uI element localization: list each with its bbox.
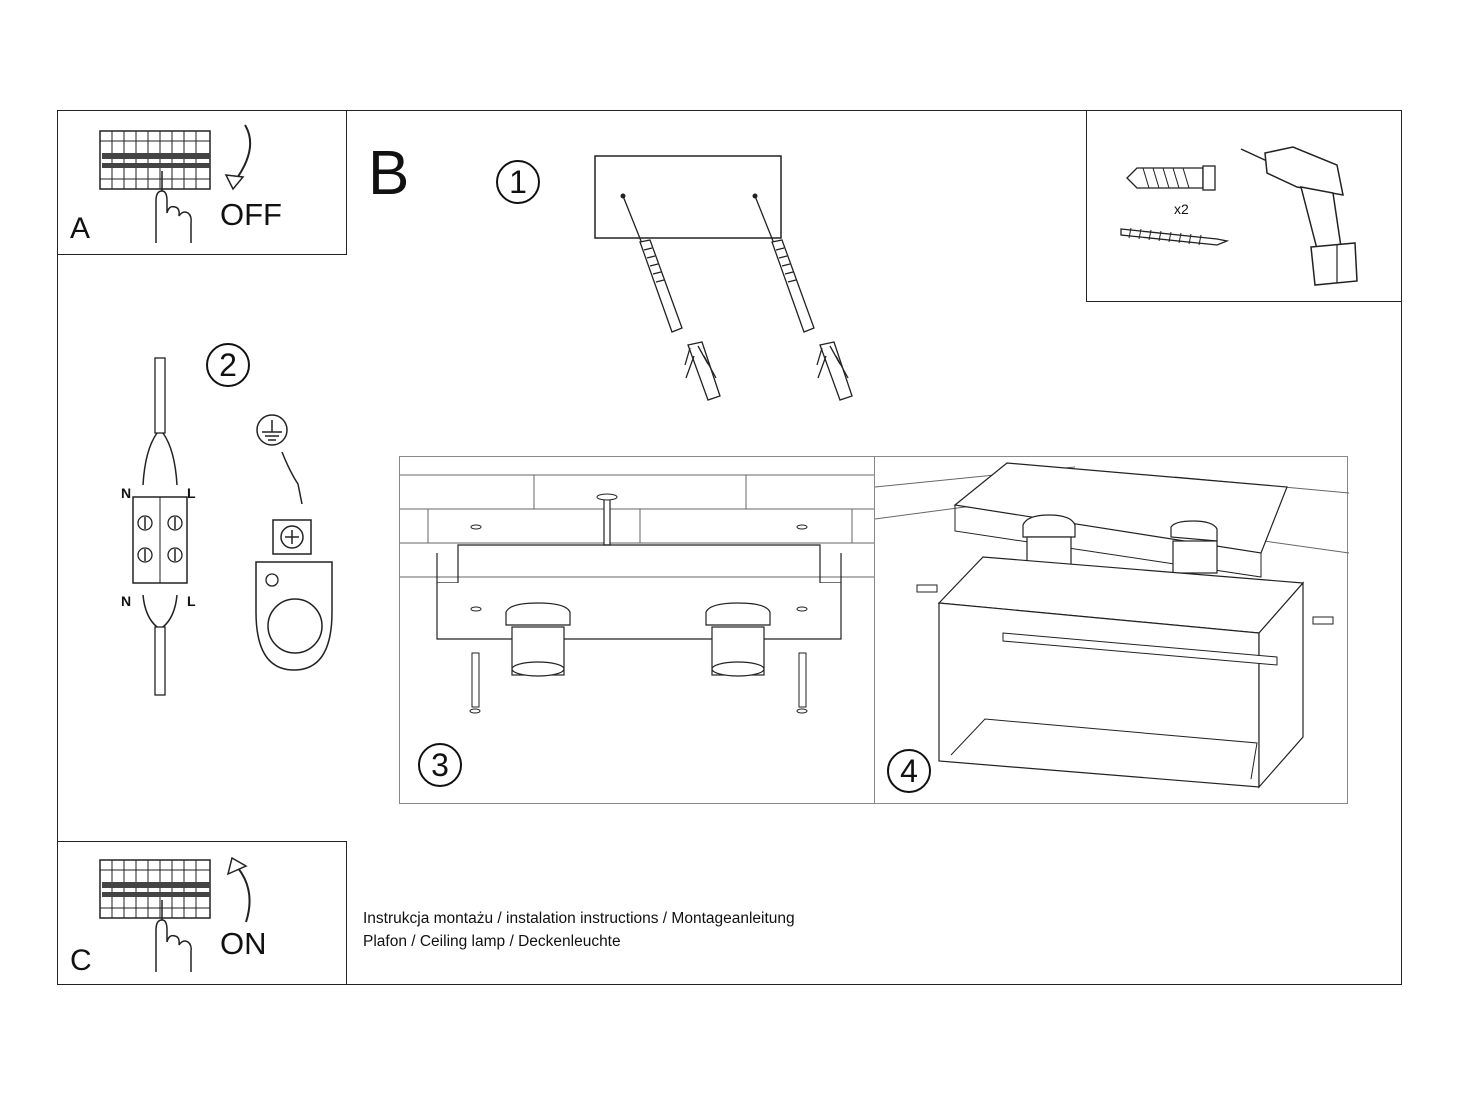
- breaker-panel-icon: [99, 859, 211, 919]
- hand-icon: [155, 171, 192, 243]
- hand-icon: [155, 900, 192, 972]
- curved-arrow-up-icon: [226, 856, 251, 923]
- panel-c-letter: C: [70, 944, 92, 977]
- ceiling-drill-diagram: [594, 155, 853, 401]
- step-3-badge: 3: [418, 743, 462, 787]
- panel-c: ON C: [57, 841, 347, 985]
- ground-terminal-diagram: [255, 414, 333, 671]
- step-4-panel: 4: [874, 456, 1350, 804]
- panel-a-letter: A: [70, 212, 91, 245]
- tools-panel: x2: [1086, 110, 1402, 302]
- caption-line-2: Plafon / Ceiling lamp / Deckenleuchte: [363, 933, 621, 950]
- mounting-plate-diagram: [400, 474, 876, 714]
- socket-icon: [705, 602, 771, 677]
- curved-arrow-down-icon: [224, 124, 252, 191]
- caption-line-1: Instrukcja montażu / instalation instruc…: [363, 910, 795, 927]
- step-3-panel: 3: [399, 456, 876, 804]
- lamp-housing-diagram: [874, 462, 1350, 789]
- drill-icon: [1240, 146, 1358, 286]
- socket-icon: [505, 602, 571, 677]
- wall-plug-icon: [754, 195, 853, 401]
- step-2-badge: 2: [206, 343, 250, 387]
- terminal-block-icon: [132, 357, 188, 696]
- wall-plug-icon: [1126, 165, 1216, 191]
- screw-icon: [916, 584, 1334, 625]
- wall-plug-icon: [622, 195, 721, 401]
- on-label: ON: [220, 926, 267, 961]
- off-label: OFF: [220, 197, 282, 232]
- panel-b-letter: B: [368, 139, 410, 208]
- wire-l-bottom: L: [187, 593, 196, 609]
- breaker-panel-icon: [99, 130, 211, 190]
- quantity-label: x2: [1174, 201, 1189, 217]
- panel-a: OFF A: [57, 110, 347, 255]
- socket-icon: [1170, 520, 1218, 574]
- step-1-badge: 1: [496, 160, 540, 204]
- wire-l-top: L: [187, 485, 196, 501]
- wire-n-bottom: N: [121, 593, 132, 609]
- socket-icon: [1022, 514, 1076, 568]
- step-4-badge: 4: [887, 749, 931, 793]
- wire-n-top: N: [121, 485, 132, 501]
- ground-symbol-icon: [256, 414, 288, 446]
- screw-icon: [1120, 227, 1230, 246]
- screw-icon: [469, 652, 808, 714]
- instruction-sheet-frame: [57, 110, 1402, 985]
